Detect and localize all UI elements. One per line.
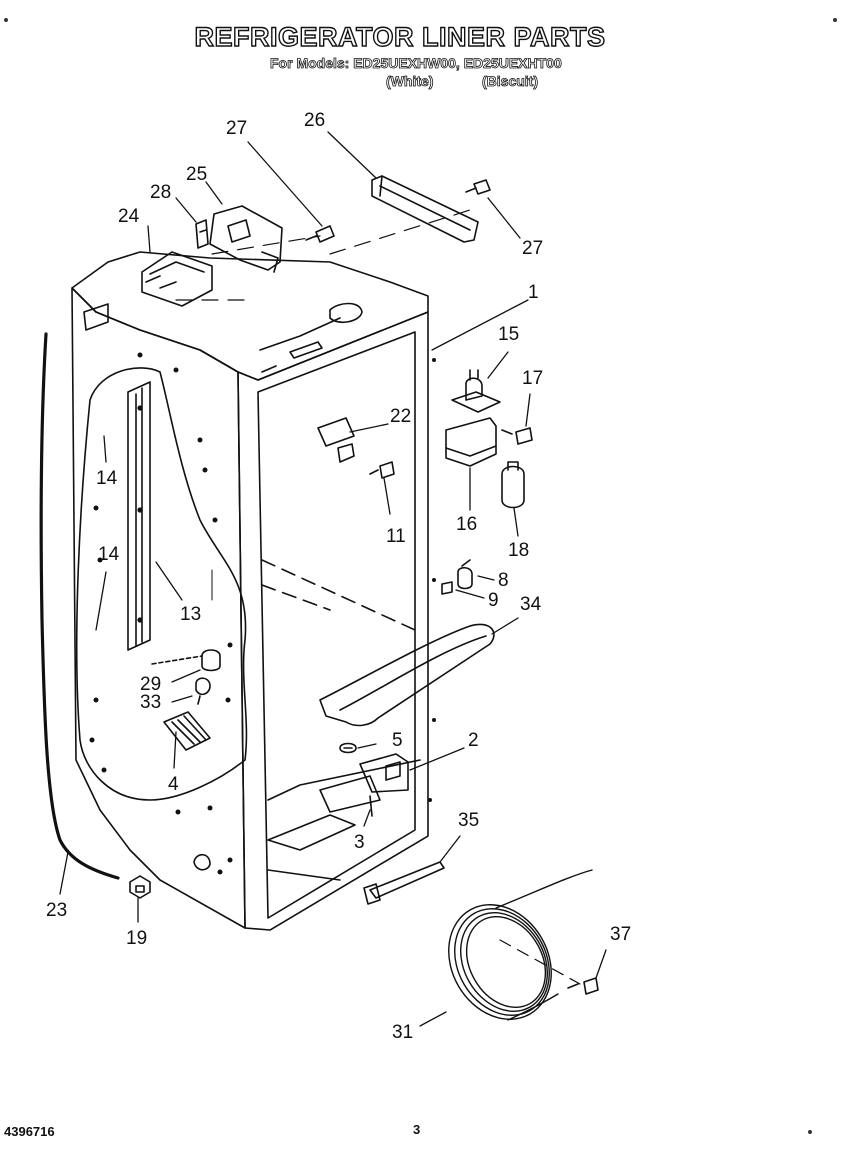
part-11-screw [369, 461, 395, 479]
top-cutout [83, 303, 109, 331]
part-24-housing [141, 251, 213, 307]
side-holes [89, 352, 436, 875]
callout-29: 29 [140, 674, 161, 695]
callout-24: 24 [118, 206, 140, 227]
callout-labels: 27 26 25 28 24 27 1 15 17 22 14 11 16 18… [46, 110, 631, 1043]
corner-mark-top-left [4, 18, 8, 22]
callout-34: 34 [520, 594, 542, 615]
liner-front-opening [257, 331, 416, 919]
part-37-screw [567, 977, 599, 995]
assembly-lines-top [175, 209, 471, 301]
callout-18: 18 [508, 540, 529, 561]
variant-white: (White) [386, 73, 434, 90]
variant-biscuit: (Biscuit) [482, 73, 539, 90]
part-18-knob [501, 461, 525, 509]
callout-23: 23 [46, 900, 67, 921]
part-17-screw [501, 427, 533, 445]
callout-11: 11 [386, 526, 406, 547]
callout-31: 31 [392, 1022, 413, 1043]
page-title: REFRIGERATOR LINER PARTS [194, 21, 606, 52]
part-8-fitting [457, 559, 473, 590]
part-23-tube [39, 332, 120, 880]
side-recess [75, 367, 248, 801]
callout-35: 35 [458, 810, 479, 831]
callout-17: 17 [522, 368, 543, 389]
part-9-screw [441, 581, 453, 595]
part-31-coil [448, 869, 593, 1021]
part-2-bracket [359, 753, 409, 793]
callout-33: 33 [140, 692, 161, 713]
page-number: 3 [413, 1122, 421, 1137]
side-bottom-hole [193, 853, 211, 871]
part-5-grommet [339, 742, 357, 754]
callout-4: 4 [168, 774, 179, 795]
callout-2: 2 [468, 730, 479, 751]
part-13-channel [127, 381, 213, 651]
callout-15: 15 [498, 324, 519, 345]
callout-1: 1 [528, 282, 539, 303]
callout-16: 16 [456, 514, 477, 535]
callout-22: 22 [390, 406, 411, 427]
callout-27-right: 27 [522, 238, 543, 259]
callout-13: 13 [180, 604, 201, 625]
callout-8: 8 [498, 570, 509, 591]
liner-side-panel [71, 287, 246, 929]
corner-mark-bottom-right [808, 1130, 812, 1134]
part-3-plate [319, 775, 381, 817]
part-29-valve [151, 649, 221, 672]
part-22-bracket [317, 417, 355, 463]
callout-37: 37 [610, 924, 631, 945]
liner-top-detail [259, 302, 363, 373]
document-number: 4396716 [4, 1124, 55, 1139]
assembly-line-37 [499, 939, 581, 985]
callout-14-upper: 14 [96, 468, 118, 489]
corner-mark-top-right [833, 18, 837, 22]
callout-28: 28 [150, 182, 171, 203]
liner-bottom-shelf [267, 759, 421, 881]
callout-3: 3 [354, 832, 365, 853]
callout-19: 19 [126, 928, 147, 949]
callout-27-top: 27 [226, 118, 247, 139]
part-16-cover [445, 417, 497, 467]
part-26-rail [371, 175, 479, 243]
part-27-screw-left [305, 225, 335, 243]
part-33-bulb [195, 677, 211, 705]
callout-14-lower: 14 [98, 544, 120, 565]
models-line: For Models: ED25UEXHW00, ED25UEXHT00 [270, 55, 563, 72]
liner-top-outline [71, 251, 429, 381]
part-27-screw-right [465, 179, 491, 195]
part-28-clip [195, 219, 209, 249]
callout-9: 9 [488, 590, 499, 611]
leader-lines [59, 131, 607, 1027]
part-15-thermostat [451, 369, 501, 413]
part-34-cover [319, 623, 495, 727]
callout-5: 5 [392, 730, 403, 751]
part-35-tie [363, 861, 445, 905]
liner-body [71, 251, 436, 931]
liner-inner-lines [261, 559, 416, 631]
callout-26: 26 [304, 110, 325, 131]
part-4-grille [163, 711, 211, 751]
callout-25: 25 [186, 164, 207, 185]
part-19-nut [129, 875, 151, 899]
part-25-bracket [209, 205, 283, 273]
